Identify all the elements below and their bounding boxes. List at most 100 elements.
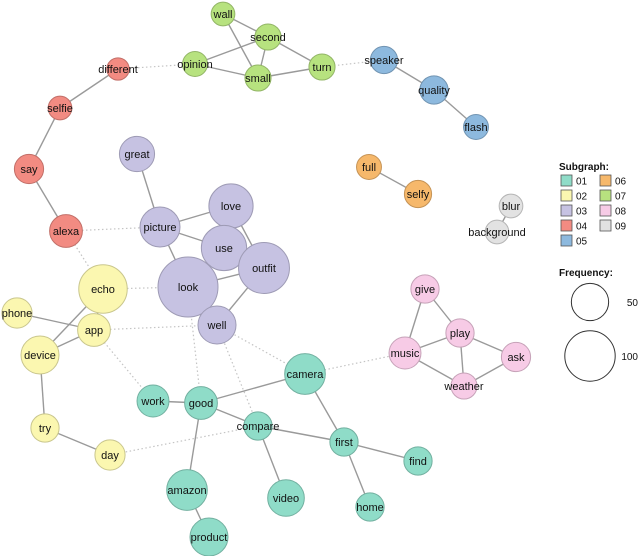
node-great: great [118,135,156,173]
node-well: well [197,305,237,345]
legend-frequency-100: 100 [564,330,638,382]
node-use: use [200,224,248,272]
node-love: love [208,183,254,229]
node-play: play [445,318,475,348]
legend-label: 09 [615,222,627,233]
node-circle [254,23,282,51]
node-picture: picture [139,206,181,248]
legend-frequency-title: Frequency: [559,268,613,279]
node-label: outfit [252,263,276,275]
node-work: work [136,384,170,418]
node-label: turn [313,62,332,74]
node-label: amazon [167,485,206,497]
node-label: flash [464,122,487,134]
legend-frequency-50: 50 [570,282,638,322]
legend-swatch [560,219,573,232]
node-wall: wall [210,1,236,27]
node-label: video [273,493,299,505]
legend-frequency-circle [570,282,610,322]
node-video: video [267,479,305,517]
node-circle [403,446,433,476]
node-small: small [244,64,272,92]
node-device: device [20,335,60,375]
node-label: phone [2,308,33,320]
node-label: wall [213,9,233,21]
node-label: great [124,149,149,161]
node-second: second [250,23,286,51]
node-weather: weather [443,372,484,400]
edge-app-well [93,324,218,331]
node-echo: echo [78,264,128,314]
node-turn: turn [308,53,336,81]
node-app: app [77,313,111,347]
node-circle [308,53,336,81]
node-good: good [184,386,218,420]
legend-item-08: 08 [599,204,627,218]
legend-item-04: 04 [560,219,588,233]
node-circle [284,353,326,395]
node-label: compare [237,421,280,433]
legend-label: 04 [576,222,588,233]
legend-item-02: 02 [560,189,588,203]
legend-label: 07 [615,192,627,203]
legend-item-06: 06 [599,174,627,188]
node-different: different [98,57,138,81]
node-label: small [245,73,271,85]
node-label: first [335,437,353,449]
legend-frequency-label: 100 [621,352,638,363]
node-circle [94,439,126,471]
legend-item-03: 03 [560,204,588,218]
legend-item-09: 09 [599,219,627,233]
node-circle [47,95,73,121]
node-circle [450,372,478,400]
node-find: find [403,446,433,476]
node-label: blur [502,201,521,213]
legend-label: 01 [576,177,588,188]
node-circle [419,75,449,105]
node-circle [77,313,111,347]
node-first: first [329,427,359,457]
node-circle [139,206,181,248]
node-circle [356,154,382,180]
legend-item-07: 07 [599,189,627,203]
node-circle [484,219,510,245]
node-label: well [207,320,227,332]
legend-label: 02 [576,192,588,203]
legend-swatch [560,189,573,202]
node-phone: phone [1,297,33,329]
node-label: look [178,282,199,294]
node-blur: blur [498,193,524,219]
node-label: full [362,162,376,174]
node-home: home [355,492,385,522]
node-circle [403,179,433,209]
node-label: echo [91,284,115,296]
node-day: day [94,439,126,471]
node-amazon: amazon [166,469,208,511]
node-circle [166,469,208,511]
legend-frequency-circle [564,330,616,382]
node-label: second [250,32,285,44]
node-background: background [468,219,526,245]
node-circle [1,297,33,329]
legend-swatch [599,189,612,202]
node-circle [197,305,237,345]
node-music: music [388,336,422,370]
legend-label: 03 [576,207,588,218]
node-label: ask [507,352,525,364]
edge-look-good [187,286,202,404]
node-selfie: selfie [47,95,73,121]
node-label: quality [418,85,450,97]
node-give: give [410,274,440,304]
node-circle [388,336,422,370]
node-circle [210,1,236,27]
legend-swatch [599,204,612,217]
node-label: use [215,243,233,255]
legend-frequency-items: 50 100 [564,282,638,382]
node-circle [30,413,60,443]
node-label: selfy [407,189,430,201]
node-label: device [24,350,56,362]
node-say: say [13,153,45,185]
node-compare: compare [237,411,280,441]
node-label: camera [287,369,325,381]
node-label: weather [443,381,483,393]
